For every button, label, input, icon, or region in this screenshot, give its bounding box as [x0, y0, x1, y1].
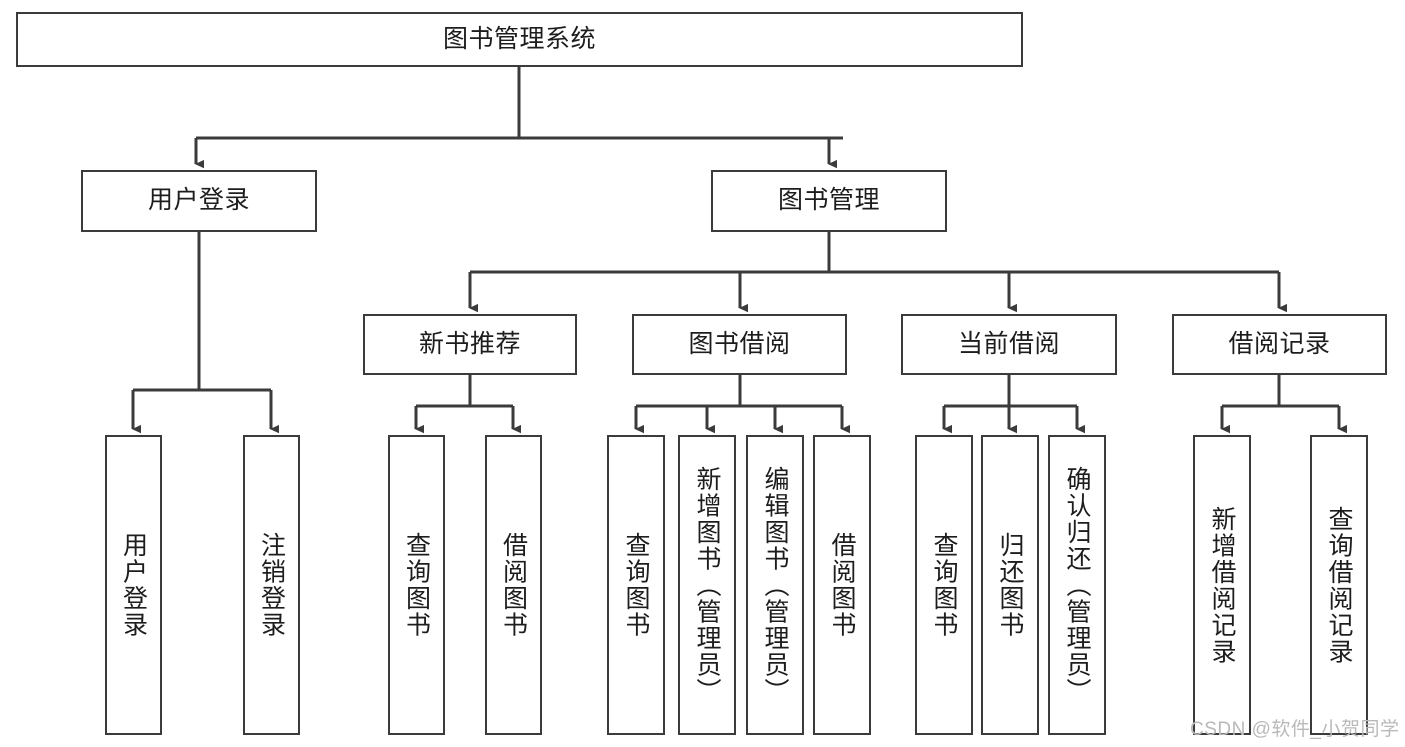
leaf-query-book-borrow[interactable]: 查询图书 [607, 435, 665, 735]
node-label: 编辑图书（管理员） [761, 465, 789, 705]
leaf-add-borrow-record[interactable]: 新增借阅记录 [1193, 435, 1251, 735]
node-label: 借阅图书 [828, 532, 856, 638]
node-label: 用户登录 [119, 532, 148, 638]
node-label: 查询图书 [930, 532, 958, 638]
node-label: 借阅记录 [1228, 329, 1331, 358]
watermark-text: CSDN @软件_小贺同学 [1190, 719, 1400, 740]
node-label: 图书管理 [777, 186, 880, 215]
leaf-borrow-book[interactable]: 借阅图书 [813, 435, 871, 735]
node-label: 新增借阅记录 [1208, 505, 1236, 665]
leaf-edit-book-admin[interactable]: 编辑图书（管理员） [746, 435, 804, 735]
node-root-system[interactable]: 图书管理系统 [16, 12, 1023, 67]
node-label: 当前借阅 [957, 329, 1060, 358]
leaf-query-book-current[interactable]: 查询图书 [915, 435, 973, 735]
node-book-management[interactable]: 图书管理 [711, 170, 947, 232]
node-label: 借阅图书 [499, 532, 528, 638]
node-label: 新增图书（管理员） [693, 465, 721, 705]
leaf-logout[interactable]: 注销登录 [243, 435, 300, 735]
node-label: 图书借阅 [688, 329, 791, 358]
node-label: 图书管理系统 [442, 24, 596, 53]
node-label: 归还图书 [996, 532, 1024, 638]
leaf-add-book-admin[interactable]: 新增图书（管理员） [678, 435, 736, 735]
node-label: 查询图书 [622, 532, 650, 638]
node-new-book-recommend[interactable]: 新书推荐 [363, 314, 577, 375]
node-label: 确认归还（管理员） [1063, 465, 1091, 705]
node-current-borrow[interactable]: 当前借阅 [901, 314, 1117, 375]
node-label: 注销登录 [257, 532, 286, 638]
node-borrow-records[interactable]: 借阅记录 [1172, 314, 1387, 375]
node-user-login[interactable]: 用户登录 [81, 170, 317, 232]
leaf-return-book[interactable]: 归还图书 [981, 435, 1039, 735]
node-label: 查询借阅记录 [1325, 505, 1353, 665]
node-label: 查询图书 [402, 532, 431, 638]
leaf-query-borrow-record[interactable]: 查询借阅记录 [1310, 435, 1368, 735]
leaf-confirm-return-admin[interactable]: 确认归还（管理员） [1048, 435, 1106, 735]
node-label: 用户登录 [147, 186, 250, 215]
leaf-query-book-new[interactable]: 查询图书 [388, 435, 445, 735]
node-book-borrow[interactable]: 图书借阅 [632, 314, 847, 375]
leaf-user-login[interactable]: 用户登录 [105, 435, 162, 735]
node-label: 新书推荐 [418, 329, 521, 358]
leaf-borrow-book-new[interactable]: 借阅图书 [485, 435, 542, 735]
